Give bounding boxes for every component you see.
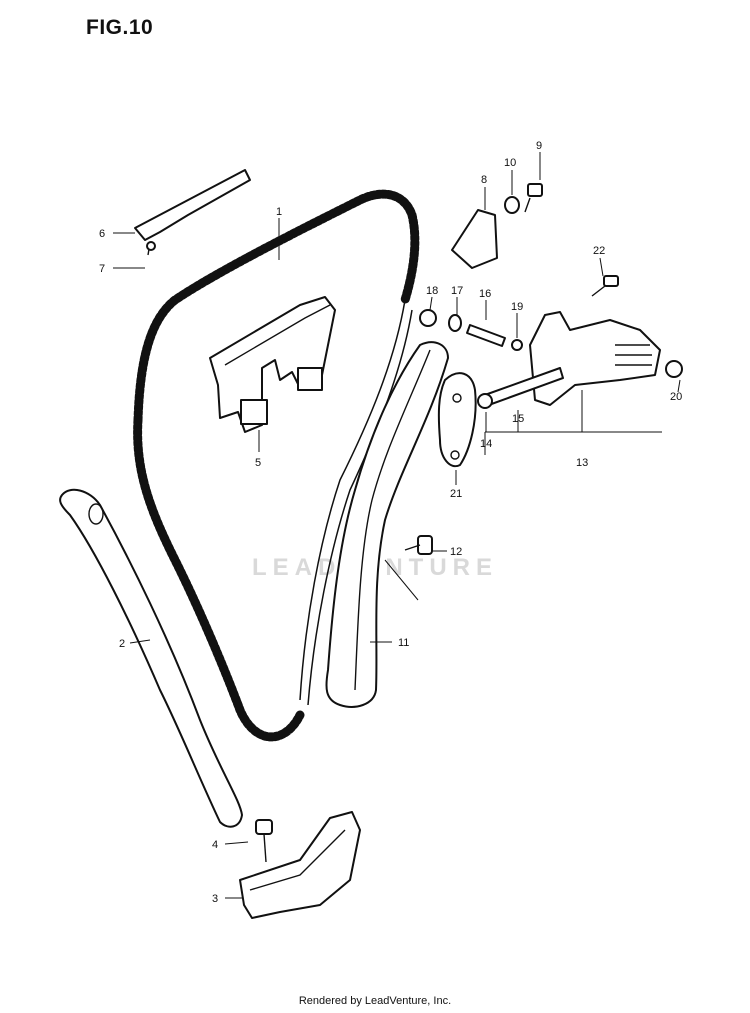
part-11-tensioner-blade[interactable] xyxy=(325,341,449,708)
callout-8: 8 xyxy=(481,174,487,186)
callout-6: 6 xyxy=(99,228,105,240)
part-2-chain-guide[interactable] xyxy=(59,488,243,828)
part-20-nut[interactable] xyxy=(665,360,683,378)
callout-20: 20 xyxy=(670,391,682,403)
callout-labels: 1 2 3 4 5 6 7 8 9 10 11 12 13 14 15 16 1… xyxy=(99,140,682,905)
callout-1: 1 xyxy=(276,206,282,218)
callout-21: 21 xyxy=(450,488,462,500)
part-14-spring[interactable] xyxy=(477,393,493,409)
callout-18: 18 xyxy=(426,285,438,297)
part-21-gasket[interactable] xyxy=(437,372,477,468)
part-7-bolt[interactable] xyxy=(146,241,156,256)
parts-diagram: LEADVENTURE xyxy=(59,140,683,919)
callout-4: 4 xyxy=(212,839,218,851)
callout-16: 16 xyxy=(479,288,491,300)
callout-19: 19 xyxy=(511,301,523,313)
part-17-washer[interactable] xyxy=(448,314,462,332)
callout-15: 15 xyxy=(512,413,524,425)
part-4-bolt[interactable] xyxy=(255,819,273,863)
callout-3: 3 xyxy=(212,893,218,905)
footer-credit: Rendered by LeadVenture, Inc. xyxy=(298,995,452,1007)
callout-13: 13 xyxy=(576,457,588,469)
part-18-nut[interactable] xyxy=(419,309,437,327)
callout-5: 5 xyxy=(255,457,261,469)
part-5-guide-bracket[interactable] xyxy=(209,296,336,433)
part-9-bolt[interactable] xyxy=(524,183,543,213)
figure-title: FIG.10 xyxy=(86,16,154,39)
part-13-tensioner-body[interactable] xyxy=(529,311,661,406)
callout-11: 11 xyxy=(398,637,409,649)
callout-12: 12 xyxy=(450,546,462,558)
part-12-bolt[interactable] xyxy=(404,535,433,555)
part-6-upper-guide[interactable] xyxy=(134,169,251,241)
callout-9: 9 xyxy=(536,140,542,152)
leader-lines xyxy=(113,152,681,899)
callout-2: 2 xyxy=(119,638,125,650)
part-3-lower-bracket[interactable] xyxy=(239,811,361,919)
part-16-stud[interactable] xyxy=(466,324,506,347)
part-10-washer[interactable] xyxy=(504,196,520,214)
part-19-oring[interactable] xyxy=(511,339,523,351)
callout-14: 14 xyxy=(480,438,492,450)
part-8-cap[interactable] xyxy=(451,209,498,269)
callout-22: 22 xyxy=(593,245,605,257)
part-1-cam-chain[interactable] xyxy=(133,189,420,742)
callout-7: 7 xyxy=(99,263,105,275)
callout-10: 10 xyxy=(504,157,516,169)
part-22-bolt[interactable] xyxy=(591,275,619,297)
callout-17: 17 xyxy=(451,285,463,297)
